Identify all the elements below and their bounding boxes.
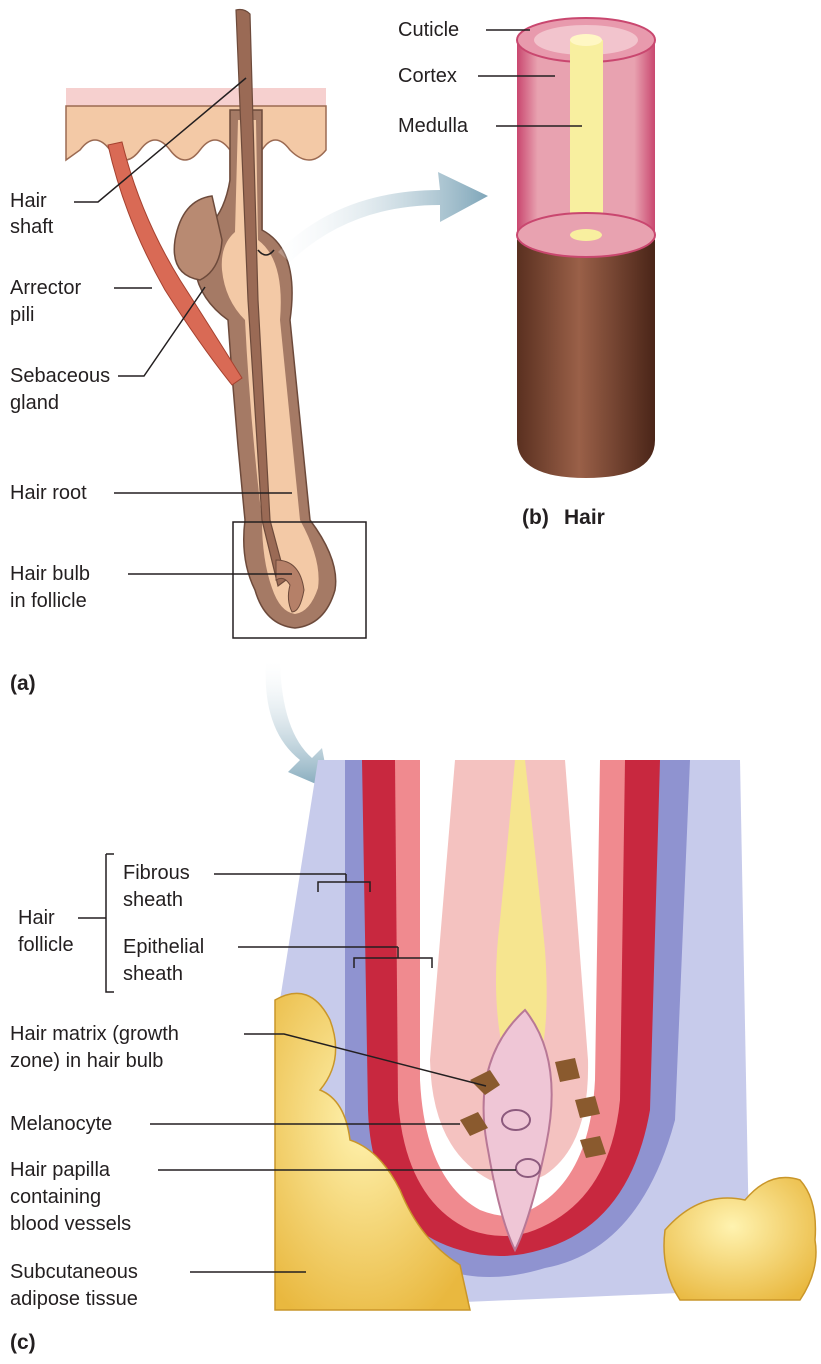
- epidermis-surface: [66, 88, 326, 106]
- label-matrix-1: Hair matrix (growth: [10, 1021, 179, 1047]
- label-matrix-2: zone) in hair bulb: [10, 1048, 163, 1074]
- label-hair-bulb-2: in follicle: [10, 588, 87, 614]
- panel-c-letter: (c): [10, 1330, 36, 1356]
- label-epithelial-2: sheath: [123, 961, 183, 987]
- label-hair-shaft-2: shaft: [10, 214, 53, 240]
- panel-b-title: Hair: [564, 505, 605, 531]
- label-fibrous-2: sheath: [123, 887, 183, 913]
- sebaceous-gland-shape: [174, 196, 222, 280]
- arrow-a-to-b: [278, 172, 488, 262]
- label-sebaceous-2: gland: [10, 390, 59, 416]
- label-papilla-2: containing: [10, 1184, 101, 1210]
- label-hair-bulb-1: Hair bulb: [10, 561, 90, 587]
- label-hair-shaft-1: Hair: [10, 188, 47, 214]
- label-medulla: Medulla: [398, 113, 468, 139]
- label-hair-follicle-2: follicle: [18, 932, 74, 958]
- label-arrector-2: pili: [10, 302, 34, 328]
- panel-b-letter: (b): [522, 505, 549, 531]
- label-adipose-2: adipose tissue: [10, 1286, 138, 1312]
- medulla-core: [570, 40, 603, 230]
- label-arrector-1: Arrector: [10, 275, 81, 301]
- panel-b-illustration: [517, 18, 655, 478]
- panel-a-letter: (a): [10, 671, 36, 697]
- label-fibrous-1: Fibrous: [123, 860, 190, 886]
- label-hair-root: Hair root: [10, 480, 87, 506]
- label-papilla-1: Hair papilla: [10, 1157, 110, 1183]
- label-cortex: Cortex: [398, 63, 457, 89]
- label-melanocyte: Melanocyte: [10, 1111, 112, 1137]
- label-adipose-1: Subcutaneous: [10, 1259, 138, 1285]
- label-sebaceous-1: Sebaceous: [10, 363, 110, 389]
- panel-c-illustration: [275, 760, 816, 1310]
- label-papilla-3: blood vessels: [10, 1211, 131, 1237]
- hair-shaft-cylinder: [517, 232, 655, 478]
- label-cuticle: Cuticle: [398, 17, 459, 43]
- label-hair-follicle-1: Hair: [18, 905, 55, 931]
- label-epithelial-1: Epithelial: [123, 934, 204, 960]
